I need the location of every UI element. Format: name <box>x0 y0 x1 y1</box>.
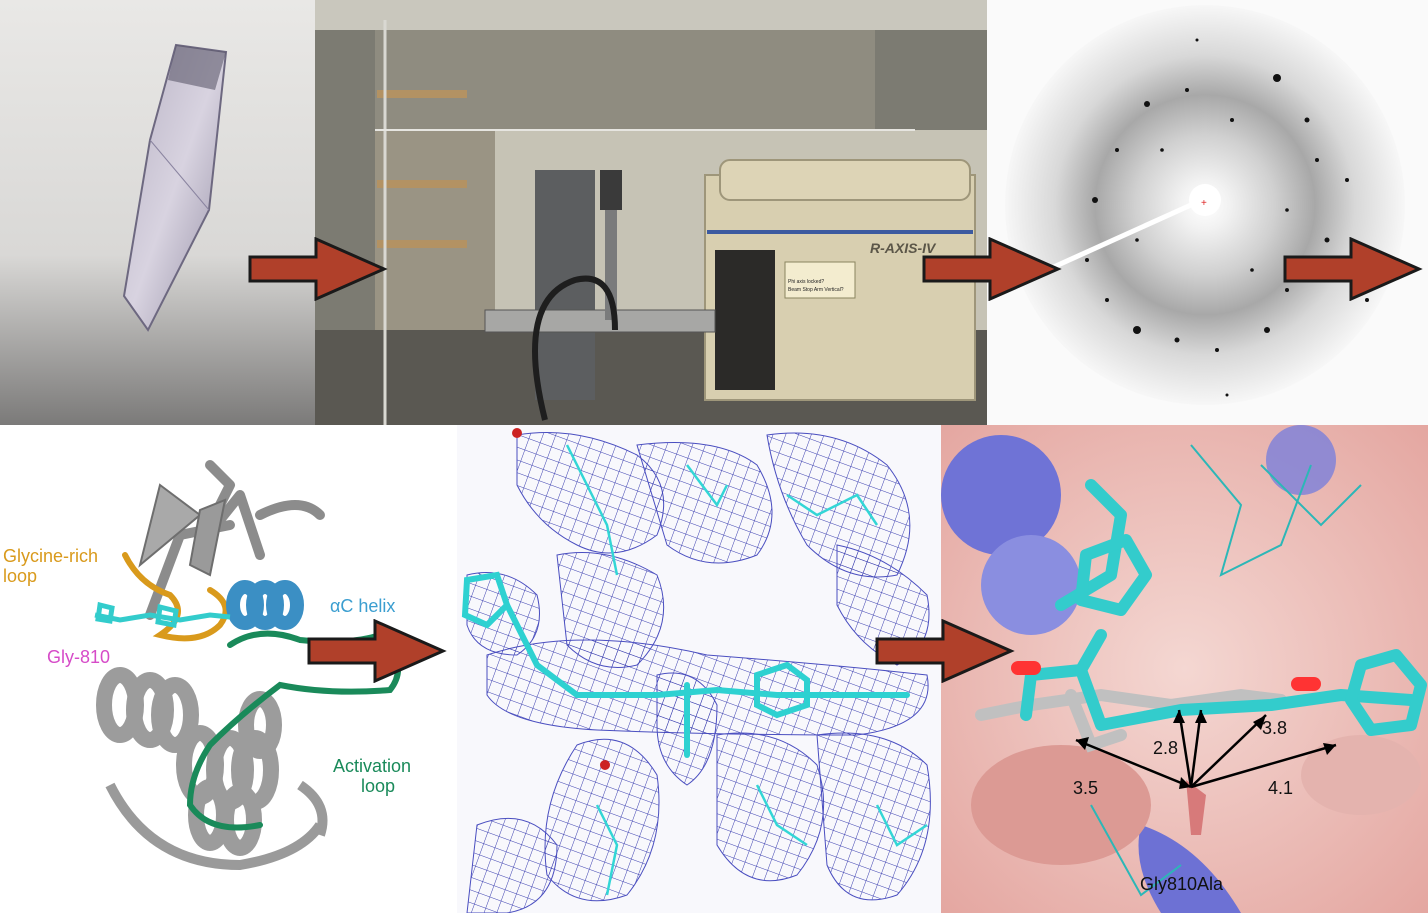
distance-label-3-8: 3.8 <box>1262 718 1288 738</box>
activation-loop-label-line-1: Activation <box>333 756 412 776</box>
glycine-loop-label-line-1: Glycine-rich <box>3 546 99 566</box>
crystal-photo-panel <box>0 0 315 425</box>
binding-site-surface-icon <box>941 425 1428 913</box>
gly810-label: Gly-810 <box>47 647 111 667</box>
protein-cartoon-icon <box>94 460 401 871</box>
instrument-brand-label: R-AXIS-IV <box>870 240 937 256</box>
arrow-right-icon <box>1283 237 1423 301</box>
activation-loop-label: Activation loop <box>333 756 411 796</box>
mutation-label: Gly810Ala <box>1140 874 1224 894</box>
distance-label-2-8: 2.8 <box>1153 738 1179 758</box>
distance-label-4-1: 4.1 <box>1268 778 1294 798</box>
diffraction-pattern-panel: + <box>987 0 1428 425</box>
activation-loop-label-line-2: loop <box>361 776 396 796</box>
arrow-right-icon <box>248 237 388 301</box>
glycine-loop-label-line-2: loop <box>3 566 38 586</box>
sticker-line-2: Beam Stop Arm Vertical? <box>788 287 844 293</box>
electron-density-map-icon <box>457 425 941 913</box>
protein-structure-panel: Glycine-rich loop αC helix Gly-810 Activ… <box>0 425 457 913</box>
arrow-right-icon <box>307 619 447 683</box>
distance-label-3-5: 3.5 <box>1073 778 1099 798</box>
diffraction-pattern-icon: + <box>987 0 1428 425</box>
xray-instrument-panel: Phi axis locked? Beam Stop Arm Vertical?… <box>315 0 987 425</box>
crystal-photo-icon <box>0 0 315 425</box>
svg-text:+: + <box>1201 198 1207 209</box>
arrow-right-icon <box>875 619 1015 683</box>
binding-site-closeup-panel: 2.8 3.8 3.5 4.1 Gly810Ala <box>941 425 1428 913</box>
ac-helix-label: αC helix <box>330 596 396 616</box>
glycine-loop-label: Glycine-rich loop <box>3 546 98 586</box>
sticker-line-1: Phi axis locked? <box>788 279 824 285</box>
arrow-right-icon <box>922 237 1062 301</box>
electron-density-panel <box>457 425 941 913</box>
instrument-photo-icon: Phi axis locked? Beam Stop Arm Vertical?… <box>315 0 987 425</box>
